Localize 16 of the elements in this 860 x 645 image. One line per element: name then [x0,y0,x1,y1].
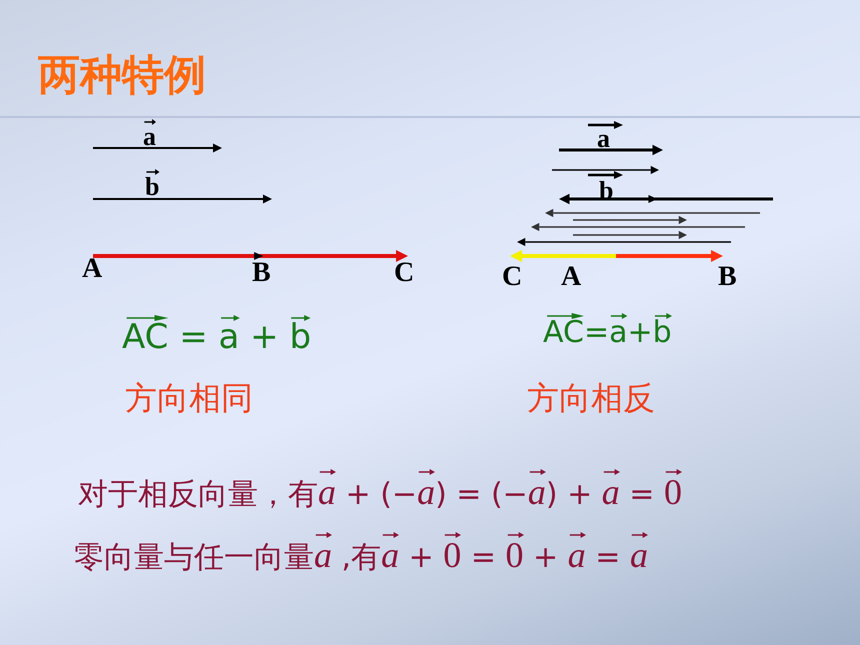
point-label: A [561,263,582,291]
vector-label: b [145,174,160,200]
point-label: B [718,263,737,291]
formula-text: AC=a+b [543,310,672,348]
formula-text: 对于相反向量，有a + (−a) = (−a) + a = 0 [78,462,682,510]
formula-text: 零向量与任一向量a ,有a + 0 = 0 + a = a [74,525,648,573]
direction-caption: 方向相反 [527,382,655,414]
vector-label: a [143,124,156,150]
formula-text: AC = a + b [122,312,312,354]
vector-label: a [597,126,610,152]
title: 两种特例 [38,54,206,96]
point-label: C [502,263,522,291]
point-label: C [394,259,414,287]
point-label: A [82,255,102,283]
point-label: B [252,259,271,287]
direction-caption: 方向相同 [125,382,253,414]
